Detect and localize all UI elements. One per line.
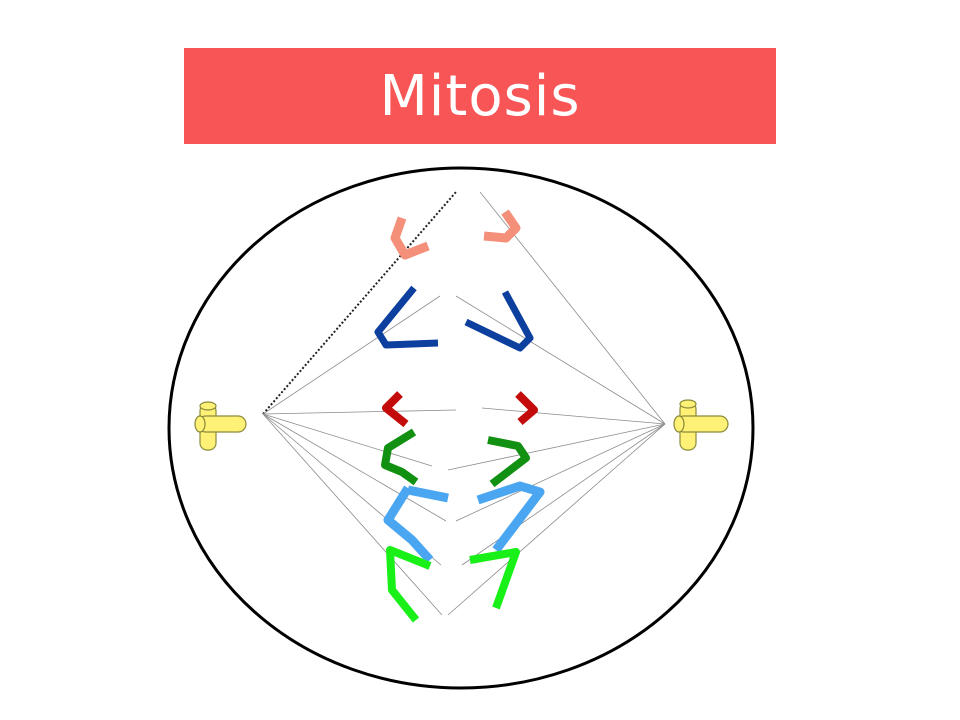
spindle-fibers-right [447, 191, 666, 616]
spindle-fibers-left [262, 191, 457, 616]
chromosome-pair-5 [383, 481, 545, 564]
chromosome-left [383, 485, 434, 564]
spindle-fiber [262, 413, 433, 467]
spindle-fiber [447, 423, 666, 616]
chromosome-right [464, 290, 534, 352]
chromosome-pair-2 [374, 285, 534, 352]
chromosome-left [390, 216, 430, 260]
chromosome-pair-3 [382, 391, 538, 428]
chromosome-left [382, 391, 409, 428]
right-centriole-icon [673, 399, 729, 451]
chromosome-right [476, 481, 545, 553]
chromosome-right [483, 209, 521, 243]
chromosome-pair-6 [386, 546, 520, 623]
spindle-fiber [479, 191, 666, 425]
spindle-fiber [262, 413, 443, 616]
chromosome-pair-4 [381, 428, 530, 488]
chromosome-left [381, 428, 419, 486]
chromosome-left [374, 285, 439, 349]
spindle-fiber [262, 413, 447, 522]
title-banner: Mitosis [184, 48, 776, 144]
spindle-fiber [447, 423, 666, 471]
chromosome-right [515, 391, 538, 426]
left-centriole-icon [194, 401, 247, 451]
spindle-fiber [455, 295, 666, 425]
cell-membrane [167, 166, 755, 690]
chromosome-right [469, 548, 520, 610]
spindle-fiber-dotted [262, 191, 457, 415]
chromosome-pair-1 [390, 209, 521, 260]
spindle-fiber [455, 423, 666, 522]
chromosome-left-arm [407, 485, 449, 503]
slide-title: Mitosis [379, 63, 581, 129]
chromosome-right [487, 436, 530, 488]
spindle-fiber [461, 423, 666, 566]
spindle-fiber [481, 407, 666, 425]
spindle-fiber [262, 295, 441, 415]
chromosome-left [386, 546, 432, 623]
spindle-fiber [262, 409, 457, 415]
